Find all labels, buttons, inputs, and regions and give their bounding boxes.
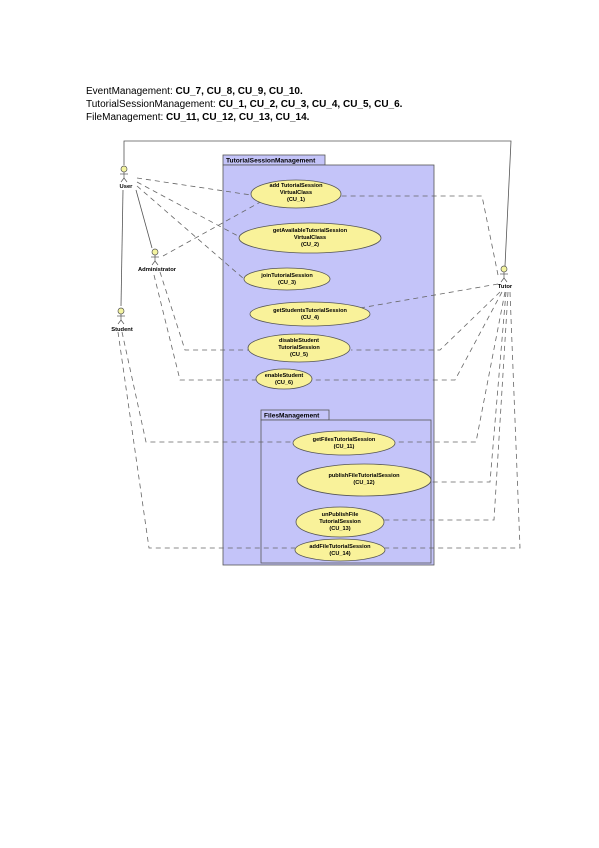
actor-label: Student <box>111 327 133 333</box>
use-case-label: add TutorialSession <box>269 183 323 189</box>
relation-lines <box>117 177 521 549</box>
use-case-cu13[interactable]: unPublishFile TutorialSession (CU_13) <box>295 506 385 538</box>
use-case-label: enableStudent <box>265 373 304 379</box>
use-case-label: (CU_2) <box>301 242 319 248</box>
header-ids: CU_11, CU_12, CU_13, CU_14. <box>166 112 310 123</box>
actor-administrator[interactable]: Administrator <box>138 248 177 273</box>
use-case-label: (CU_12) <box>353 480 374 486</box>
header-prefix: FileManagement: <box>86 112 167 123</box>
stick-figure-icon <box>500 265 508 283</box>
stick-figure-icon <box>151 248 159 266</box>
use-case-label: addFileTutorialSession <box>309 544 371 550</box>
use-case-label: getAvailableTutorialSession <box>273 228 348 234</box>
stick-figure-icon <box>120 165 128 183</box>
use-case-cu14[interactable]: addFileTutorialSession (CU_14) <box>294 538 386 562</box>
use-case-label: (CU_6) <box>275 380 293 386</box>
package-title: TutorialSessionManagement <box>226 158 316 165</box>
use-case-cu12[interactable]: publishFileTutorialSession (CU_12) <box>296 463 432 497</box>
use-case-label: TutorialSession <box>278 345 320 351</box>
use-case-label: publishFileTutorialSession <box>328 473 400 479</box>
use-case-cu6[interactable]: enableStudent (CU_6) <box>255 368 313 390</box>
package-title: FilesManagement <box>264 413 320 420</box>
header-ids: CU_7, CU_8, CU_9, CU_10. <box>175 86 303 97</box>
actor-student[interactable]: Student <box>111 307 133 333</box>
use-case-cu11[interactable]: getFilesTutorialSession (CU_11) <box>292 430 396 456</box>
use-case-label: TutorialSession <box>319 519 361 525</box>
use-case-label: (CU_13) <box>329 526 350 532</box>
use-case-cu5[interactable]: disableStudent TutorialSession (CU_5) <box>247 333 351 363</box>
header-line-file: FileManagement: CU_11, CU_12, CU_13, CU_… <box>86 111 402 124</box>
use-case-label: (CU_3) <box>278 280 296 286</box>
header-line-tutorial: TutorialSessionManagement: CU_1, CU_2, C… <box>86 98 402 111</box>
use-case-label: (CU_14) <box>329 551 350 557</box>
use-case-label: getFilesTutorialSession <box>313 437 376 443</box>
stick-figure-icon <box>117 307 125 325</box>
header-text: EventManagement: CU_7, CU_8, CU_9, CU_10… <box>86 85 402 124</box>
use-case-label: (CU_1) <box>287 197 305 203</box>
use-case-cu2[interactable]: getAvailableTutorialSession VirtualClass… <box>238 222 382 254</box>
header-ids: CU_1, CU_2, CU_3, CU_4, CU_5, CU_6. <box>218 99 403 110</box>
actor-label: Administrator <box>138 267 177 273</box>
use-case-label: VirtualClass <box>280 190 312 196</box>
use-case-cu3[interactable]: joinTutorialSession (CU_3) <box>243 267 331 291</box>
header-line-event: EventManagement: CU_7, CU_8, CU_9, CU_10… <box>86 85 402 98</box>
use-case-label: joinTutorialSession <box>260 273 313 279</box>
use-case-label: unPublishFile <box>322 512 359 518</box>
use-case-label: getStudentsTutorialSession <box>273 308 347 314</box>
use-case-label: VirtualClass <box>294 235 326 241</box>
use-case-label: (CU_11) <box>334 444 355 450</box>
use-case-label: disableStudent <box>279 338 319 344</box>
header-prefix: EventManagement: <box>86 86 176 97</box>
actor-tutor[interactable]: Tutor <box>498 265 513 290</box>
generalization-lines <box>120 140 512 307</box>
actor-label: Tutor <box>498 284 513 290</box>
actor-label: User <box>120 184 134 190</box>
use-case-label: (CU_4) <box>301 315 319 321</box>
header-prefix: TutorialSessionManagement: <box>86 99 219 110</box>
actor-user[interactable]: User <box>120 165 134 190</box>
use-case-cu4[interactable]: getStudentsTutorialSession (CU_4) <box>249 301 371 327</box>
use-case-label: (CU_5) <box>290 352 308 358</box>
use-case-cu1[interactable]: add TutorialSession VirtualClass (CU_1) <box>250 179 342 209</box>
